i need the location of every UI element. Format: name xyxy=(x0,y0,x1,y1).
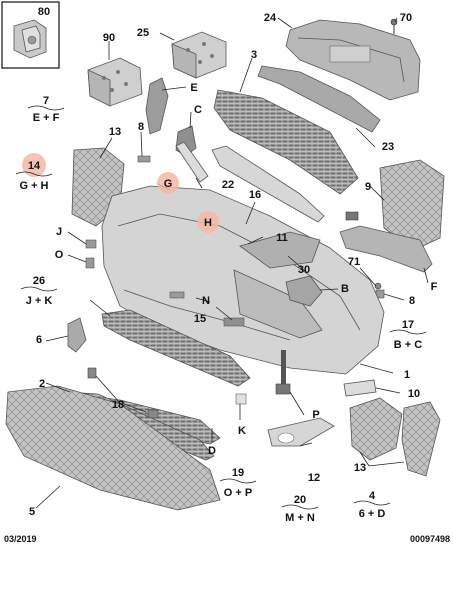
group-labels: 7 E + F 14 G + H 26 J + K 17 B + C 19 O … xyxy=(15,95,427,524)
leader-lines xyxy=(35,17,429,509)
label-8b: 8 xyxy=(409,295,415,307)
highlight-circle-g xyxy=(157,172,179,194)
group-7-number: 7 xyxy=(43,95,49,107)
group-19-parts: O + P xyxy=(224,487,252,499)
label-9: 9 xyxy=(365,181,371,193)
absorber-block-90 xyxy=(87,57,143,107)
label-25: 25 xyxy=(137,27,149,39)
group-4-parts: 6 + D xyxy=(359,508,386,520)
label-23: 23 xyxy=(382,141,394,153)
label-D: D xyxy=(208,445,216,457)
highlight-label-g: G xyxy=(164,178,173,190)
group-26-parts: J + K xyxy=(26,295,53,307)
screw-70 xyxy=(390,18,398,34)
clip-P xyxy=(275,350,291,395)
group-20-number: 20 xyxy=(294,494,306,506)
clip-18 xyxy=(87,367,159,419)
label-J: J xyxy=(56,226,62,238)
group-7-parts: E + F xyxy=(33,112,60,124)
support-bar-23 xyxy=(257,65,381,133)
group-26: 26 J + K xyxy=(20,275,58,307)
label-16: 16 xyxy=(249,189,261,201)
label-2: 2 xyxy=(39,378,45,390)
group-14-number: 14 xyxy=(28,160,41,172)
bracket-E xyxy=(145,77,169,135)
upper-cross-member-24 xyxy=(285,19,421,101)
clip-O xyxy=(85,257,95,269)
clip-71 xyxy=(374,282,382,290)
label-1: 1 xyxy=(404,369,410,381)
label-24: 24 xyxy=(264,12,277,24)
footer-date: 03/2019 xyxy=(4,534,37,544)
label-70: 70 xyxy=(400,12,412,24)
bracket-9 xyxy=(379,159,445,251)
group-20-parts: M + N xyxy=(285,512,315,524)
grille-strip-M xyxy=(101,309,251,387)
label-12: 12 xyxy=(308,472,320,484)
group-17-parts: B + C xyxy=(394,339,422,351)
label-22: 22 xyxy=(222,179,234,191)
group-14: 14 G + H xyxy=(15,160,53,192)
clip-small xyxy=(345,211,359,221)
group-19-number: 19 xyxy=(232,467,244,479)
group-20: 20 M + N xyxy=(281,494,319,524)
label-15: 15 xyxy=(194,313,206,325)
label-90: 90 xyxy=(103,32,115,44)
group-4: 4 6 + D xyxy=(353,490,391,520)
clip-K xyxy=(235,393,247,405)
group-17-number: 17 xyxy=(402,319,414,331)
label-13a: 13 xyxy=(109,126,121,138)
label-F: F xyxy=(431,281,438,293)
lower-trim-30 xyxy=(239,231,321,269)
clip-J xyxy=(85,239,97,249)
trim-strip-11 xyxy=(211,145,325,223)
label-C: C xyxy=(194,104,202,116)
label-10: 10 xyxy=(408,388,420,400)
emblem-mount-B xyxy=(285,275,323,307)
highlight-circle-14 xyxy=(22,153,46,177)
group-26-number: 26 xyxy=(33,275,45,287)
absorber-block-25 xyxy=(171,31,227,79)
corner-box-label: 80 xyxy=(38,6,50,18)
highlight-label-h: H xyxy=(204,217,212,229)
group-19: 19 O + P xyxy=(219,467,257,499)
label-11: 11 xyxy=(276,232,288,244)
label-18: 18 xyxy=(112,399,124,411)
group-14-parts: G + H xyxy=(19,180,48,192)
label-K: K xyxy=(238,425,246,437)
highlight-circle-h xyxy=(197,211,219,233)
part-labels: 80 90 25 24 70 3 E C 8 13 23 22 16 9 11 … xyxy=(29,6,438,518)
label-P: P xyxy=(312,409,319,421)
side-bracket-F xyxy=(339,225,433,273)
chrome-strip-22 xyxy=(175,141,209,183)
label-5: 5 xyxy=(29,506,35,518)
cover-6 xyxy=(67,317,87,353)
label-6: 6 xyxy=(36,334,42,346)
group-17: 17 B + C xyxy=(389,319,427,351)
label-3: 3 xyxy=(251,49,257,61)
label-13b: 13 xyxy=(354,462,366,474)
label-O: O xyxy=(55,249,64,261)
clip-part-80 xyxy=(1,1,60,69)
bumper-cover-1 xyxy=(101,185,385,375)
label-30: 30 xyxy=(298,264,310,276)
group-4-number: 4 xyxy=(369,490,376,502)
label-N: N xyxy=(202,295,210,307)
clip-N xyxy=(223,317,245,327)
clip-15 xyxy=(169,291,185,299)
fog-surround-12 xyxy=(267,417,335,447)
side-bracket-13-right xyxy=(349,397,441,477)
label-E: E xyxy=(190,82,197,94)
upper-grille-3 xyxy=(213,89,359,195)
clip-8-upper xyxy=(137,155,151,163)
label-B: B xyxy=(341,283,349,295)
label-71: 71 xyxy=(348,256,360,268)
fog-trim-10 xyxy=(343,379,377,397)
footer-reference: 00097498 xyxy=(410,534,450,544)
group-7: 7 E + F xyxy=(27,95,65,124)
undertray-5 xyxy=(5,385,221,511)
label-8a: 8 xyxy=(138,121,144,133)
